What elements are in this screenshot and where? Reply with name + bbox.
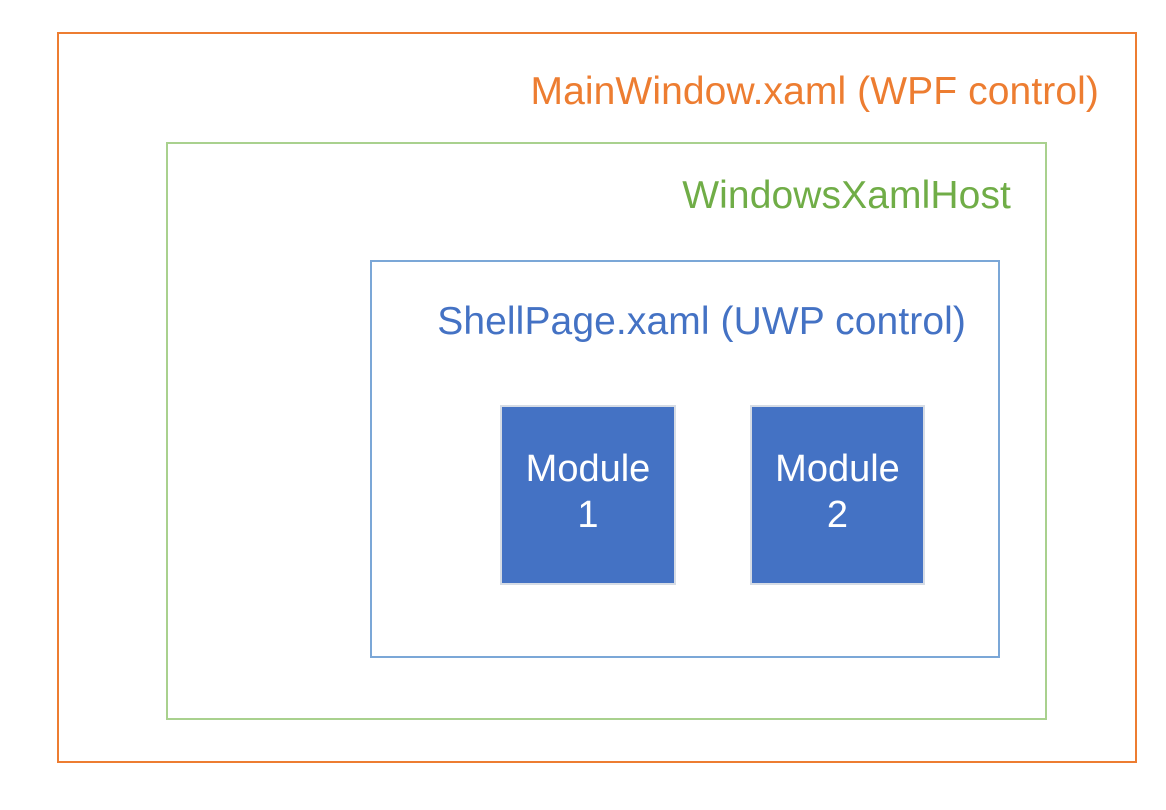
- container-windowsxamlhost: WindowsXamlHost: [166, 142, 1047, 720]
- module-box-2-label: Module 2: [775, 447, 900, 536]
- container-shellpage-uwp: ShellPage.xaml (UWP control): [370, 260, 1000, 658]
- container-mainwindow-wpf: MainWindow.xaml (WPF control): [57, 32, 1137, 763]
- label-mainwindow-wpf: MainWindow.xaml (WPF control): [530, 70, 1099, 113]
- module-box-2: Module 2: [750, 405, 925, 585]
- module-box-1: Module 1: [500, 405, 676, 585]
- label-shellpage-uwp: ShellPage.xaml (UWP control): [437, 300, 966, 343]
- label-windowsxamlhost: WindowsXamlHost: [682, 174, 1011, 217]
- module-box-1-label: Module 1: [525, 447, 651, 536]
